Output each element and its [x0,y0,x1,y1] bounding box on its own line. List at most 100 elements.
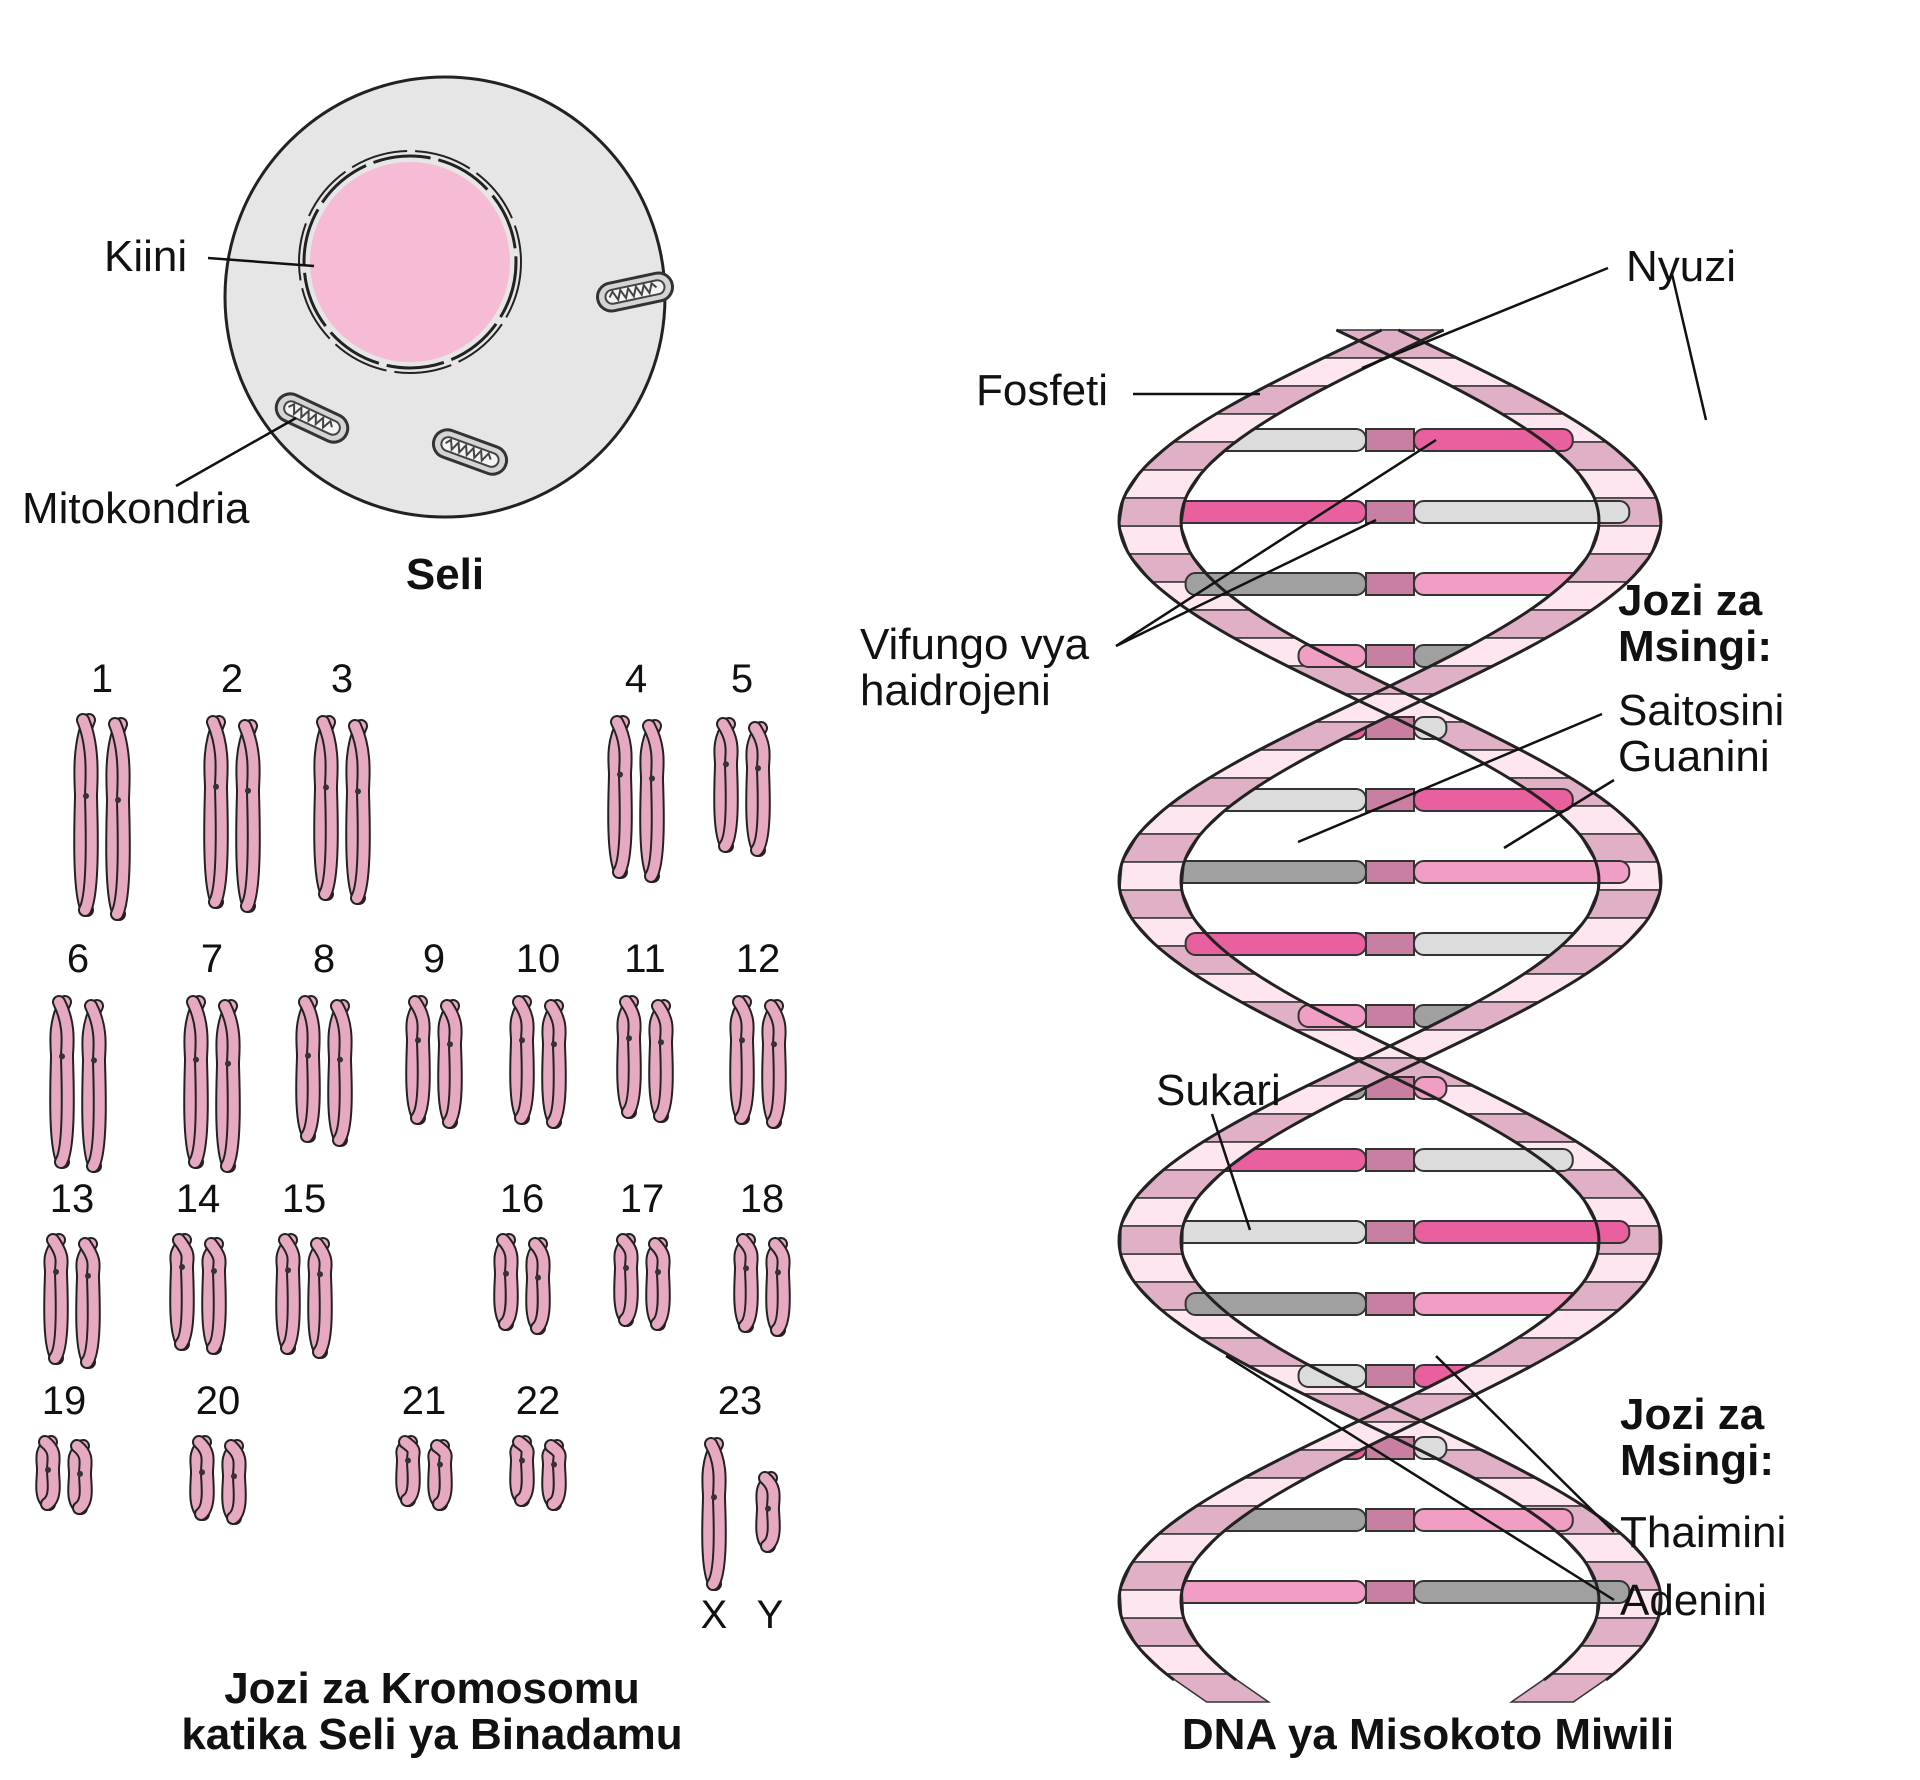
cytosine-leader-line [1297,712,1603,844]
chromosome [509,1435,535,1507]
chromosome [761,999,787,1129]
strand-label: Nyuzi [1626,242,1737,291]
chromosome [733,1233,759,1333]
helix-segment [1243,1449,1361,1479]
adenine-label: Adenini [1620,1576,1767,1625]
chromosome [189,1435,215,1521]
chromosome-number-1: 1 [90,657,114,701]
chromosome-number-9: 9 [422,937,446,981]
chromosome [729,995,755,1125]
chromosome [701,1437,727,1591]
chromosome [169,1233,195,1351]
chromosome [427,1439,453,1511]
nucleus-leader-line [207,256,315,268]
chromosome-title-line2: katika Seli ya Binadamu [181,1710,683,1759]
chromosome [295,995,321,1143]
helix-segment [1587,525,1662,555]
chromosome [345,719,371,905]
thymine-leader-line [1435,1355,1615,1533]
sugar-label: Sukari [1156,1066,1281,1115]
base-pairs-label-1-line1: Jozi za [1618,576,1763,625]
helix-segment [1394,357,1514,387]
helix-segment [1191,973,1306,1003]
guanine-leader-line [1503,778,1615,850]
chromosome-number-20: 20 [195,1379,241,1423]
chromosome [765,1237,791,1337]
helix-segment [1474,973,1589,1003]
helix-segment [1118,497,1187,527]
helix-segment [1119,1589,1185,1619]
chromosome [73,713,99,917]
chromosome [327,999,353,1147]
base-pairs-label-1-line2: Msingi: [1618,622,1772,671]
strand-leader-line-1 [1361,266,1609,370]
chromosome-number-15: 15 [281,1177,327,1221]
dna-title: DNA ya Misokoto Miwili [1181,1710,1675,1759]
chromosome-number-21: 21 [401,1379,447,1423]
base-pair-rung [1149,500,1631,524]
chromosome [648,999,674,1123]
base-pairs-label-2-line1: Jozi za [1620,1390,1765,1439]
chromosome-title-line1: Jozi za Kromosomu [224,1664,640,1713]
guanine-label: Guanini [1618,732,1770,781]
base-pair-rung [1149,1220,1631,1244]
hbond-leader-line-2 [1115,518,1377,648]
dna-double-helix [1117,328,1663,1703]
hydrogen-bonds-label-line2: haidrojeni [860,666,1051,715]
helix-segment [1450,385,1565,415]
chromosome-number-12: 12 [735,937,781,981]
base-pair-rung [1206,1508,1574,1532]
chromosome [275,1233,301,1355]
chromosome [215,999,241,1173]
chromosome-number-17: 17 [619,1177,665,1221]
chromosome-number-10: 10 [515,937,561,981]
chromosome [493,1233,519,1331]
hydrogen-bonds-label-line1: Vifungo vya [860,620,1090,669]
thymine-label: Thaimini [1620,1508,1787,1557]
base-pair-rung [1184,1292,1596,1316]
base-pair-rung [1206,788,1574,812]
chromosome [541,999,567,1129]
chromosome [713,717,739,853]
base-pair-rung [1184,932,1596,956]
chromosome-number-2: 2 [220,657,244,701]
hbond-leader-line-1 [1115,438,1437,648]
helix-segment [1185,609,1299,639]
mitochondria-leader-line [175,416,297,488]
helix-segment [1508,1673,1617,1703]
chromosome-number-5: 5 [730,657,754,701]
base-pairs-label-2-line2: Msingi: [1620,1436,1774,1485]
chromosome [509,995,535,1125]
helix-front-layer [1117,328,1663,1703]
base-pair-rung [1206,428,1574,452]
chromosome [201,1237,227,1355]
chromosome-number-14: 14 [175,1177,221,1221]
helix-segment [1215,385,1330,415]
mitochondria-label: Mitokondria [22,484,250,533]
strand-leader-line-2 [1670,273,1708,421]
helix-segment [1193,1477,1309,1507]
chromosome [221,1439,247,1525]
helix-segment [1463,1113,1580,1143]
adenine-leader-line [1225,1354,1615,1602]
chromosome-number-13: 13 [49,1177,95,1221]
chromosome [307,1237,333,1359]
phosphate-label: Fosfeti [976,366,1109,415]
chromosome-number-7: 7 [200,937,224,981]
chromosome-number-16: 16 [499,1177,545,1221]
chromosome [183,995,209,1169]
helix-segment [1466,1337,1583,1367]
chromosome [81,999,107,1173]
chromosome-x-label: X [700,1593,728,1637]
nucleus-label: Kiini [104,232,188,281]
helix-segment [1163,1673,1272,1703]
chromosome-number-18: 18 [739,1177,785,1221]
cell-title: Seli [405,550,485,599]
chromosome-number-4: 4 [624,657,648,701]
chromosome [43,1233,69,1365]
chromosome [67,1439,93,1515]
helix-segment [1206,749,1324,779]
chromosome [616,995,642,1119]
base-pair-rung [1206,1148,1574,1172]
